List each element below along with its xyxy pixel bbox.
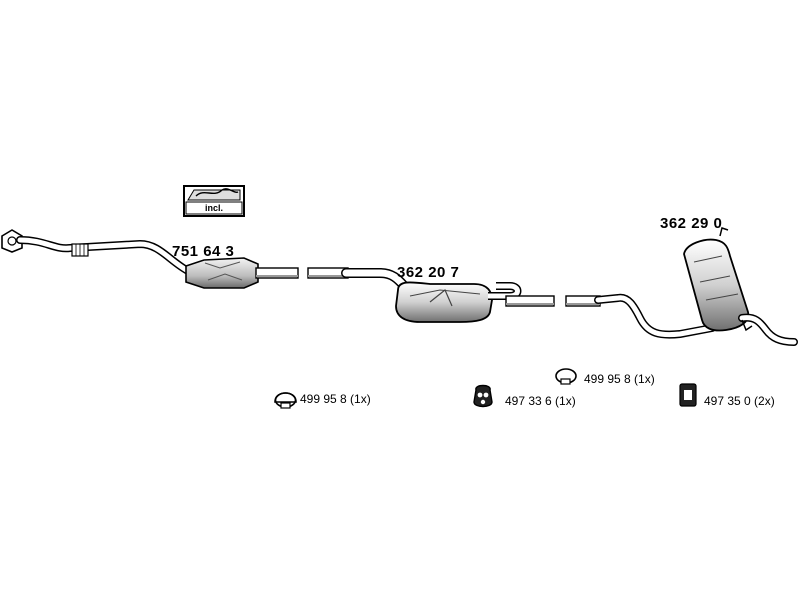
part-number-label: 362 29 0	[660, 215, 723, 232]
rubber-mount-icon	[473, 384, 493, 408]
front-pipe-catalyst	[1, 229, 299, 289]
rear-silencer	[565, 227, 798, 346]
clamp-ring-icon	[274, 392, 297, 409]
accessory-label: 499 95 8 (1x)	[584, 372, 655, 386]
accessory-label: 497 33 6 (1x)	[505, 394, 576, 408]
hanger-block-icon	[679, 383, 697, 407]
clamp-ring-icon	[555, 368, 577, 385]
included-parts-box-icon	[183, 185, 245, 217]
part-number-label: 362 20 7	[397, 264, 460, 281]
part-number-label: 751 64 3	[172, 243, 235, 260]
included-label: incl.	[205, 203, 224, 213]
accessory-label: 497 35 0 (2x)	[704, 394, 775, 408]
accessory-label: 499 95 8 (1x)	[300, 392, 371, 406]
middle-silencer	[307, 267, 555, 323]
